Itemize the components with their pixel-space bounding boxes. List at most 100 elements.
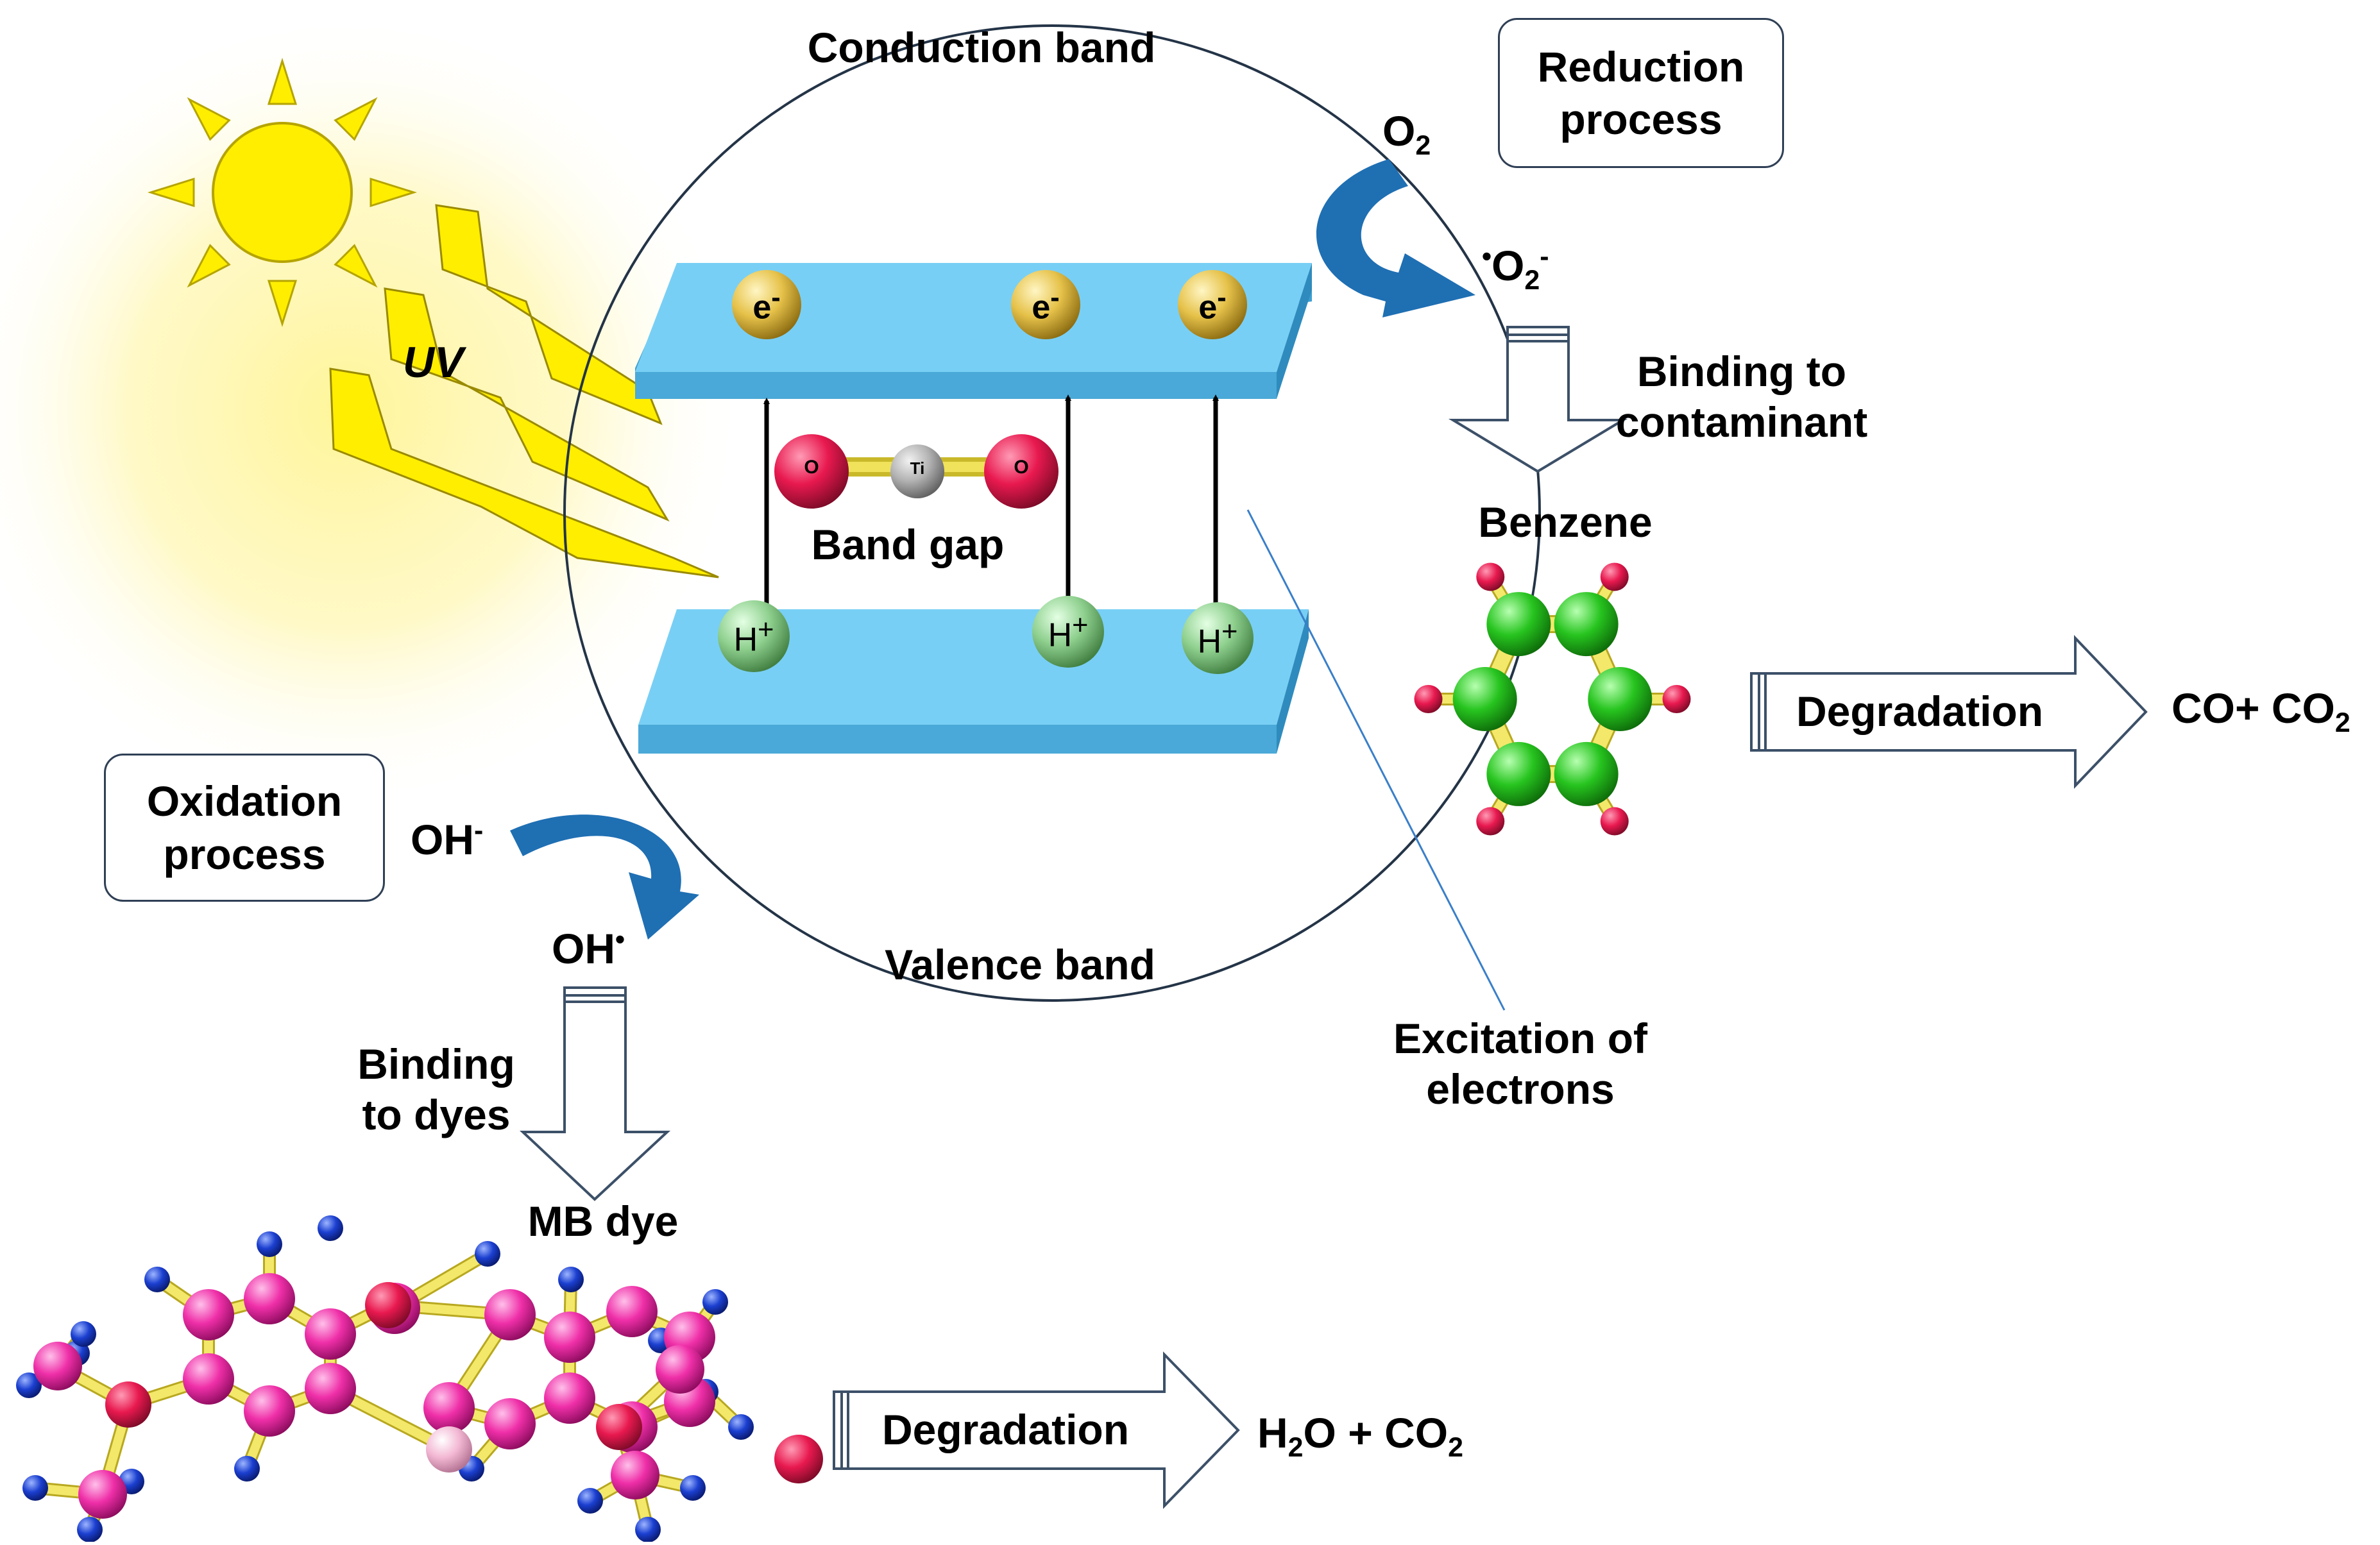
sun-ray [267, 57, 298, 105]
hydrogen-atom [1476, 562, 1505, 591]
carbon-atom [183, 1353, 234, 1405]
oxidation-process-box: Oxidation process [104, 754, 385, 902]
sun-ray [187, 244, 231, 288]
hydroxyl-radical-label: OH• [552, 924, 625, 972]
mb-dye-label: MB dye [527, 1197, 679, 1245]
sun-ray [334, 97, 378, 141]
hydrogen-atom [1600, 562, 1629, 591]
reduction-process-line2: process [1560, 96, 1722, 143]
valence-band-slab [638, 609, 1309, 754]
degradation-top-label: Degradation [1796, 688, 2044, 735]
carbon-atom [484, 1398, 536, 1449]
sulfur-atom [426, 1426, 472, 1473]
electron-label: e- [1198, 282, 1227, 326]
hydrogen-atom [728, 1414, 754, 1440]
holes [718, 596, 1254, 674]
electron-label: e- [752, 282, 781, 326]
hydrogen-atom [77, 1517, 103, 1542]
carbon-atom [244, 1273, 295, 1324]
curved-arrow-icon [510, 815, 699, 940]
hydrogen-atom [1600, 807, 1629, 836]
degradation-arrow-bottom [833, 1351, 1240, 1509]
carbon-atom [305, 1363, 356, 1414]
carbon-atom [611, 1451, 659, 1499]
carbon-atom [606, 1286, 658, 1337]
hydrogen-atom [1414, 685, 1443, 713]
conduction-band-slab [635, 263, 1312, 399]
excitation-label: Excitation of electrons [1393, 1015, 1648, 1113]
band-gap-label: Band gap [811, 521, 1005, 568]
hydrogen-atom [558, 1267, 584, 1292]
uv-label: UV [403, 338, 464, 387]
o2-label: O2 [1382, 107, 1431, 162]
hole [718, 600, 790, 672]
nitrogen-atom [596, 1404, 642, 1450]
tio2-oxygen-label: O [1014, 457, 1029, 478]
carbon-atom [1486, 592, 1551, 657]
electrons [732, 270, 1247, 339]
sun-ray [334, 244, 378, 288]
electron [1011, 270, 1080, 339]
sun-ray [187, 97, 231, 141]
curved-arrow-icon [1316, 159, 1475, 317]
hydrogen-atom [702, 1289, 728, 1315]
carbon-atom [1486, 741, 1551, 806]
degradation-arrow-top [1750, 635, 2148, 789]
hydrogen-atom [234, 1456, 260, 1482]
product-bottom-label: H2O + CO2 [1257, 1409, 1463, 1464]
tio2-oxygen-label: O [804, 457, 819, 478]
oxygen-atom [984, 434, 1058, 509]
loose-oxygen-atom [774, 1435, 823, 1483]
electron-label: e- [1032, 282, 1060, 326]
carbon-atom [1554, 741, 1619, 806]
valence-band-label: Valence band [885, 941, 1155, 988]
carbon-atom [544, 1372, 595, 1424]
carbon-atom [544, 1312, 595, 1363]
hole-label: H+ [1197, 616, 1238, 661]
hydroxide-label: OH- [411, 815, 484, 863]
carbon-atom [183, 1289, 234, 1340]
titanium-atom [890, 444, 944, 498]
hydrogen-atom [318, 1215, 343, 1241]
carbon-atom [33, 1342, 82, 1390]
hydrogen-atom [680, 1475, 706, 1501]
binding-contaminant-label: Binding to contaminant [1615, 348, 1868, 446]
sun-ray [147, 177, 195, 208]
sun-icon [147, 57, 418, 328]
conduction-band-label: Conduction band [807, 24, 1156, 71]
sun-ray [267, 280, 298, 328]
mb-dye-molecule [16, 1215, 754, 1542]
hole-label: H+ [733, 614, 774, 659]
hydrogen-atom [257, 1231, 282, 1257]
electron [732, 270, 801, 339]
carbon-atom [305, 1308, 356, 1360]
carbon-atom [244, 1385, 295, 1437]
reduction-process-line1: Reduction [1537, 42, 1745, 90]
benzene-molecule [1414, 562, 1691, 836]
sun-disc [212, 122, 353, 263]
carbon-atom [656, 1345, 704, 1394]
nitrogen-atom [105, 1381, 151, 1428]
hole-label: H+ [1048, 610, 1089, 654]
sun-ray [370, 177, 418, 208]
hydrogen-atom [635, 1517, 661, 1542]
carbon-atom [1452, 667, 1517, 731]
hydrogen-atom [16, 1372, 42, 1398]
oxidation-process-line2: process [163, 830, 326, 878]
oxidation-process-line1: Oxidation [146, 777, 343, 825]
product-top-label: CO+ CO2 [2172, 684, 2350, 739]
reduction-process-box: Reduction process [1498, 18, 1784, 168]
hydrogen-atom [1476, 807, 1505, 836]
hydrogen-atom [144, 1267, 170, 1292]
hydrogen-atom [577, 1488, 603, 1514]
carbon-atom [423, 1382, 475, 1433]
hydrogen-atom [71, 1321, 96, 1347]
excitation-pointer-line [1246, 509, 1506, 1011]
hydrogen-atom [475, 1241, 500, 1267]
electron [1178, 270, 1247, 339]
catalyst-circle [563, 24, 1541, 1002]
carbon-atom [1554, 592, 1619, 657]
degradation-bottom-label: Degradation [882, 1406, 1130, 1453]
tio2-molecule [774, 434, 1058, 509]
